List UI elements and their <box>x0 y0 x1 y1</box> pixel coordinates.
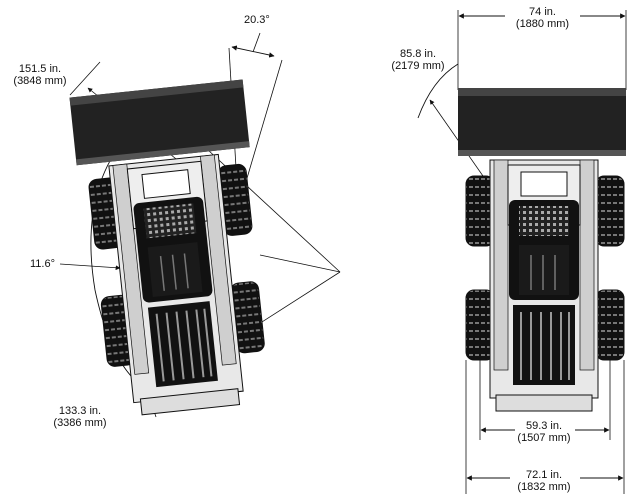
turn-angle-line-outer-2 <box>244 59 283 186</box>
clearance-line1: 133.3 in. <box>58 405 102 417</box>
overall-width-label: 72.1 in. (1832 mm) <box>506 469 582 493</box>
clearance-circle-label: 133.3 in. (3386 mm) <box>44 405 116 429</box>
tread-width-line2: (1507 mm) <box>517 432 571 444</box>
tread-width-line1: 59.3 in. <box>525 420 563 432</box>
clearance-line2: (3386 mm) <box>53 417 107 429</box>
turn-angle-inner-leader <box>59 263 121 271</box>
cab-grill <box>143 203 197 239</box>
turn-diameter-line1: 151.5 in. <box>18 63 62 75</box>
turn-diameter-line2: (3848 mm) <box>13 75 67 87</box>
turn-angle-inner-label: 11.6° <box>30 258 55 270</box>
center-line-mid <box>259 254 341 273</box>
turn-diameter-leader <box>69 61 101 96</box>
dump-reach-line2: (2179 mm) <box>391 60 445 72</box>
overall-width-line2: (1832 mm) <box>517 481 571 493</box>
turn-diameter-label: 151.5 in. (3848 mm) <box>4 63 76 87</box>
turn-angle-leader <box>252 32 261 53</box>
left-loader-view <box>59 32 341 418</box>
right-loader-view <box>417 10 627 494</box>
tread-width-label: 59.3 in. (1507 mm) <box>506 420 582 444</box>
engine-cover <box>147 301 218 388</box>
bucket-width-line1: 74 in. <box>529 6 556 18</box>
dump-reach-line1: 85.8 in. <box>399 48 437 60</box>
tire-front-right-r <box>595 175 625 247</box>
overall-width-line1: 72.1 in. <box>525 469 563 481</box>
turn-angle-outer-label: 20.3° <box>244 14 270 26</box>
bucket-right <box>458 88 626 156</box>
bucket-width-line2: (1880 mm) <box>515 18 570 30</box>
dump-reach-arc <box>417 63 459 119</box>
bucket-width-label: 74 in. (1880 mm) <box>505 6 580 30</box>
dump-reach-label: 85.8 in. (2179 mm) <box>382 48 454 72</box>
tire-rear-right-r <box>595 289 625 361</box>
